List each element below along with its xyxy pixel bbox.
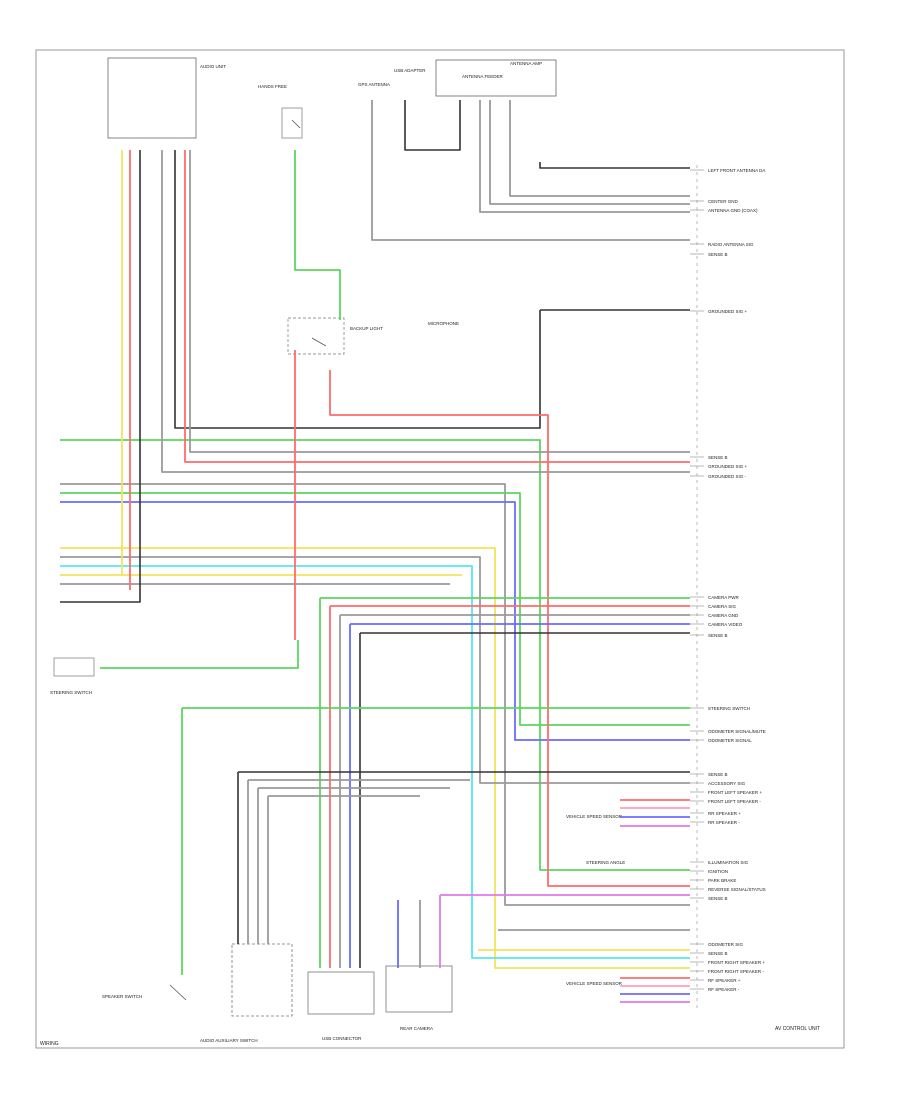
vss-label-lower: VEHICLE SPEED SENSOR xyxy=(566,981,623,986)
wire-gray xyxy=(60,483,690,906)
wire-gray xyxy=(267,795,420,944)
wire-black xyxy=(404,100,461,151)
audio-unit-box xyxy=(107,57,197,139)
wire-gray xyxy=(247,779,470,944)
antenna-amp-label: ANTENNA AMP xyxy=(510,61,542,66)
wire-gray xyxy=(371,100,690,241)
terminal-label: SENSE B xyxy=(708,896,728,901)
wires-group xyxy=(60,100,690,1003)
terminal-label: RADIO ANTENNA SIG xyxy=(708,242,754,247)
speaker-switch-contact xyxy=(169,984,187,1001)
terminal-label: SENSE B xyxy=(708,772,728,777)
usb-connector-box xyxy=(307,971,375,1015)
right-labels-group: LEFT FRONT ANTENNA DA CENTER GND ANTENNA G… xyxy=(690,168,766,992)
wire-gray xyxy=(60,556,690,784)
terminal-label: FRONT RIGHT SPEAKER + xyxy=(708,960,765,965)
terminal-label: ACCESSORY SIG xyxy=(708,781,746,786)
wire-green xyxy=(294,150,341,320)
wire-black xyxy=(174,150,690,429)
terminal-label: SENSE B xyxy=(708,455,728,460)
wire-green xyxy=(100,640,299,669)
hands-free-switch xyxy=(281,107,303,139)
wire-yellow xyxy=(60,547,690,969)
terminal-label: FRONT RIGHT SPEAKER - xyxy=(708,969,764,974)
terminal-label: RR SPEAKER - xyxy=(708,820,740,825)
wire-gray xyxy=(189,150,690,453)
terminal-label: RR SPEAKER + xyxy=(708,811,741,816)
terminal-label: RF SPEAKER - xyxy=(708,987,740,992)
wire-violet xyxy=(439,894,690,968)
terminal-label: SENSE B xyxy=(708,633,728,638)
vss-label-upper: VEHICLE SPEED SENSOR xyxy=(566,814,623,819)
wire-gray xyxy=(257,787,450,944)
backup-light-switch-box xyxy=(287,317,345,355)
wire-red xyxy=(329,605,690,968)
terminal-label: FRONT LEFT SPEAKER + xyxy=(708,790,762,795)
wire-cyan xyxy=(60,565,690,959)
terminal-label: FRONT LEFT SPEAKER - xyxy=(708,799,761,804)
terminal-label: GROUNDED SIG + xyxy=(708,309,748,314)
terminal-label: ODOMETER SIGNAL/MUTE xyxy=(708,729,766,734)
wire-gray xyxy=(479,100,690,213)
backup-switch-contact xyxy=(311,337,327,347)
terminal-label: SENSE B xyxy=(708,951,728,956)
terminal-label: RF SPEAKER + xyxy=(708,978,741,983)
terminal-label: CENTER GND xyxy=(708,199,739,204)
terminal-label: ILLUMINATION SIG xyxy=(708,860,749,865)
wire-black xyxy=(237,771,690,944)
antenna-amp-box xyxy=(435,59,557,97)
wire-green xyxy=(319,597,690,968)
wire-green xyxy=(181,707,690,975)
audio-unit-label: AUDIO UNIT xyxy=(200,64,226,69)
hands-free-label: HANDS FREE xyxy=(258,84,287,89)
rear-camera-label: REAR CAMERA xyxy=(400,1026,433,1031)
terminal-label: ODOMETER SIGNAL xyxy=(708,738,752,743)
terminal-label: ODOMETER SIG xyxy=(708,942,744,947)
usb-connector-label: USB CONNECTOR xyxy=(322,1036,362,1041)
rear-camera-box xyxy=(385,965,453,1013)
wire-black xyxy=(539,162,690,169)
wire-black xyxy=(60,150,141,603)
speaker-switch-label: SPEAKER SWITCH xyxy=(102,994,142,999)
footer-right: AV CONTROL UNIT xyxy=(775,1026,820,1032)
wire-gray xyxy=(489,100,690,205)
terminal-label: SENSE B xyxy=(708,252,728,257)
wire-green xyxy=(60,439,690,871)
footer-left: WIRING xyxy=(40,1041,59,1047)
terminal-label: REVERSE SIGNAL/STATUS xyxy=(708,887,766,892)
terminal-label: GROUNDED SIG - xyxy=(708,474,747,479)
aux-switch-label: AUDIO AUXILIARY SWITCH xyxy=(200,1038,258,1043)
terminal-label: PARK BRAKE xyxy=(708,878,736,883)
aux-switch-box xyxy=(231,943,293,1017)
terminal-label: STEERING SWITCH xyxy=(708,706,750,711)
switch-contact xyxy=(291,119,301,129)
usb-adapter-label: USB ADAPTER xyxy=(394,68,426,73)
wire-gray xyxy=(509,100,690,197)
wire-gray xyxy=(339,614,690,968)
wire-blue xyxy=(60,501,690,741)
gps-antenna-label: GPS ANTENNA xyxy=(358,82,390,87)
backup-light-label: BACKUP LIGHT xyxy=(350,326,383,331)
terminal-label: CAMERA SIG xyxy=(708,604,737,609)
terminal-label: ANTENNA GND (COAX) xyxy=(708,208,758,213)
wire-red xyxy=(184,150,690,463)
steering-angle-label: STEERING ANGLE xyxy=(586,860,625,865)
diagram-frame xyxy=(35,49,845,1049)
microphone-label: MICROPHONE xyxy=(428,321,459,326)
wire-red xyxy=(329,370,690,887)
wire-black xyxy=(359,632,690,968)
terminal-label: CAMERA VIDEO xyxy=(708,622,743,627)
antenna-feeder-label: ANTENNA FEEDER xyxy=(462,74,504,79)
terminal-label: LEFT FRONT ANTENNA DA xyxy=(708,168,765,173)
steering-switch-label: STEERING SWITCH xyxy=(50,690,92,695)
terminal-label: GROUNDED SIG + xyxy=(708,464,748,469)
steering-switch-box xyxy=(53,657,95,677)
terminal-label: CAMERA GND xyxy=(708,613,739,618)
terminal-label: IGNITION xyxy=(708,869,728,874)
terminal-label: CAMERA PWR xyxy=(708,595,740,600)
wire-gray xyxy=(161,150,690,473)
wire-green xyxy=(60,492,690,726)
